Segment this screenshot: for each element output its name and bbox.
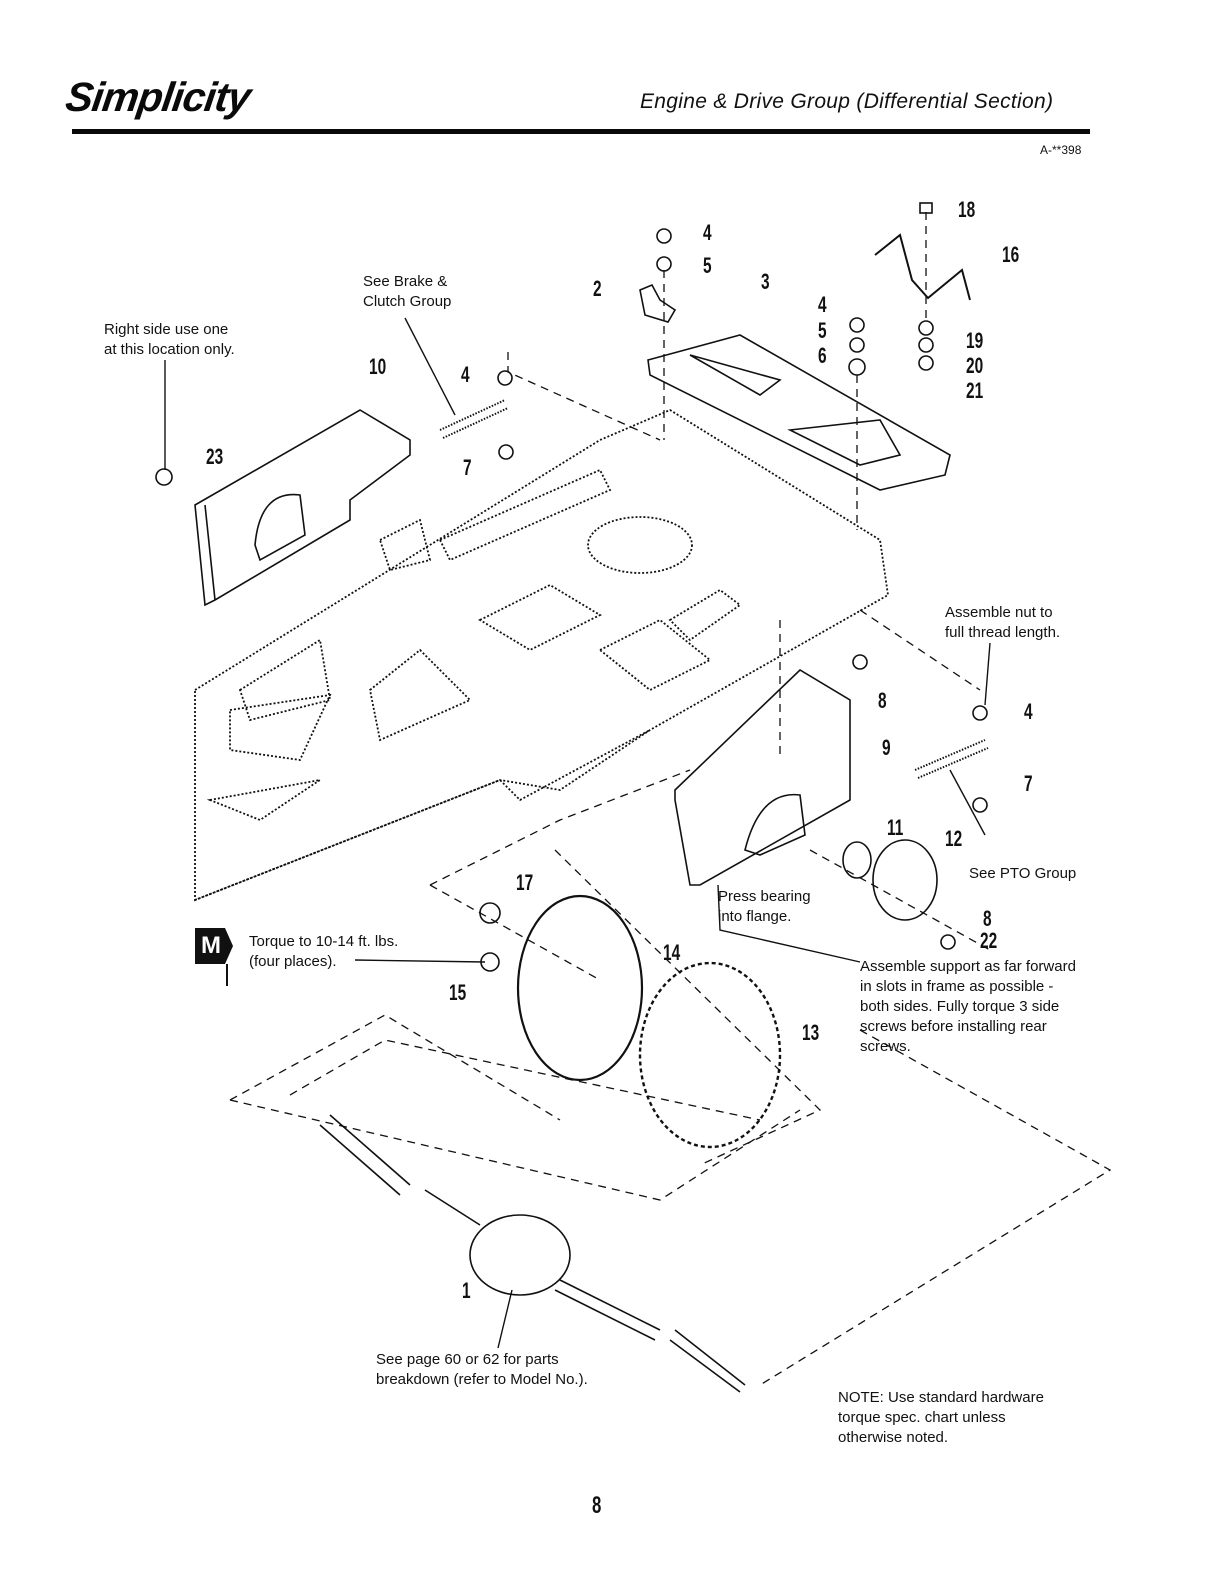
callout-19: 19 [966, 328, 984, 353]
header-rule [72, 129, 1090, 134]
callout-3: 3 [761, 269, 770, 294]
note-torque: Torque to 10-14 ft. lbs. (four places). [249, 933, 399, 970]
callout-16: 16 [1002, 242, 1020, 267]
note-press-bearing: Press bearing into flange. [718, 888, 811, 925]
note-nut-thread: Assemble nut to full thread length. [945, 604, 1061, 641]
callout-8: 8 [878, 688, 887, 713]
callout-4: 4 [818, 292, 827, 317]
page-number: 8 [592, 1492, 602, 1519]
note-right-side: Right side use one at this location only… [104, 321, 235, 358]
note-parts-breakdown: See page 60 or 62 for parts breakdown (r… [376, 1351, 588, 1388]
callout-18: 18 [958, 197, 976, 222]
note-assemble-support: Assemble support as far forward in slots… [860, 958, 1076, 1055]
bearing [842, 841, 872, 879]
page-title: Engine & Drive Group (Differential Secti… [640, 90, 1054, 113]
hardware [155, 202, 988, 972]
left-support-plate [194, 409, 411, 607]
callout-12: 12 [945, 826, 963, 851]
callout-2: 2 [593, 276, 602, 301]
callout-13: 13 [802, 1020, 820, 1045]
wire-clip [874, 233, 971, 301]
top-plate [647, 334, 951, 491]
callout-22: 22 [980, 928, 998, 953]
sprocket [638, 961, 782, 1149]
callout-1: 1 [462, 1278, 471, 1303]
callout-14: 14 [663, 940, 681, 965]
note-brake-clutch: See Brake & Clutch Group [363, 273, 452, 310]
callout-9: 9 [882, 735, 891, 760]
assembly-lines [229, 212, 1112, 1386]
callout-8: 8 [983, 906, 992, 931]
callout-20: 20 [966, 353, 984, 378]
callout-5: 5 [703, 253, 712, 278]
callout-4: 4 [703, 220, 712, 245]
frame [194, 408, 889, 902]
torque-badge-label: M [201, 932, 221, 959]
callout-4: 4 [1024, 699, 1033, 724]
leader-lines [164, 317, 991, 1349]
callout-15: 15 [449, 980, 467, 1005]
callout-10: 10 [369, 354, 387, 379]
callout-6: 6 [818, 343, 827, 368]
pulley [516, 894, 644, 1082]
callout-17: 17 [516, 870, 534, 895]
springs [439, 399, 989, 779]
callout-4: 4 [461, 362, 470, 387]
callout-7: 7 [463, 455, 472, 480]
callout-21: 21 [966, 378, 984, 403]
torque-badge-icon: M [195, 928, 233, 986]
note-standard-hardware: NOTE: Use standard hardware torque spec.… [838, 1389, 1044, 1446]
flange [872, 839, 938, 921]
document-id: A-**398 [1040, 143, 1082, 157]
bracket [639, 283, 677, 323]
right-support-plate [674, 668, 851, 886]
callout-23: 23 [206, 444, 224, 469]
callout-7: 7 [1024, 771, 1033, 796]
callout-11: 11 [887, 815, 904, 840]
note-pto-group: See PTO Group [969, 865, 1077, 882]
callout-5: 5 [818, 318, 827, 343]
